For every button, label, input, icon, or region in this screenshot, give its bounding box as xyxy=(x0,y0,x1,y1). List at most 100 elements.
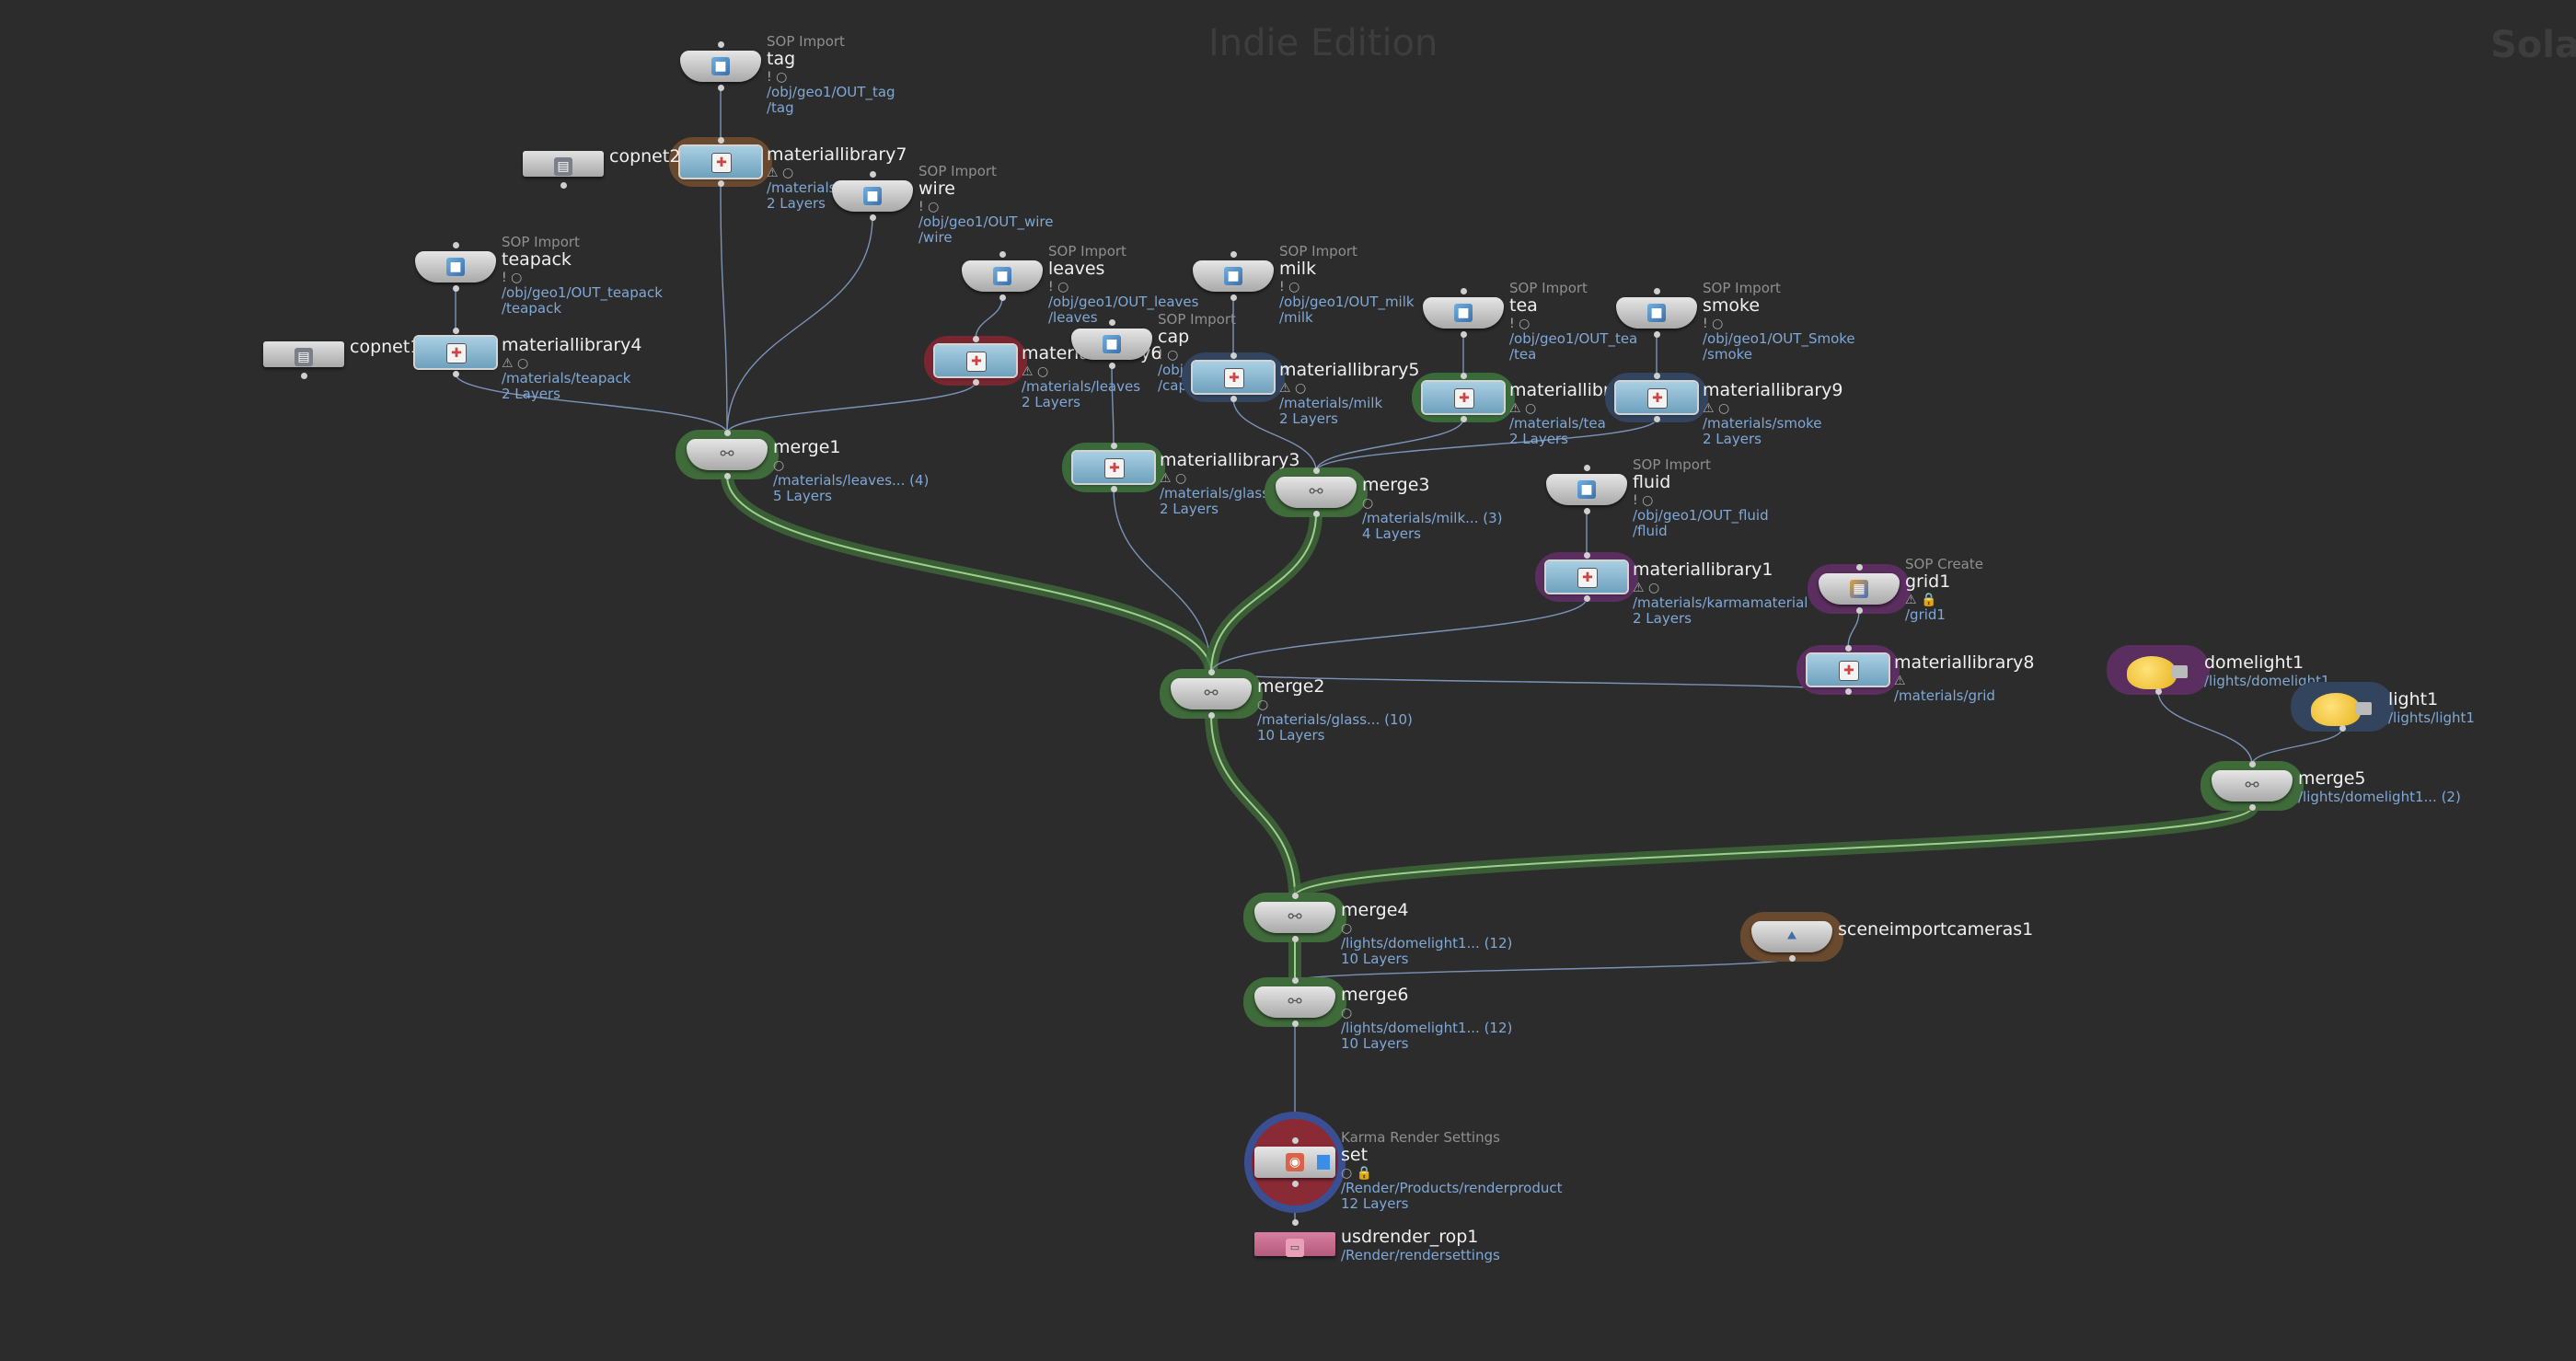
input-port[interactable] xyxy=(1291,977,1299,984)
output-port[interactable] xyxy=(1291,1021,1299,1027)
output-port[interactable] xyxy=(1110,486,1117,492)
wire-merge5-to-merge4[interactable] xyxy=(1294,806,2253,897)
output-port[interactable] xyxy=(1855,607,1863,614)
node-body[interactable]: ⚯ xyxy=(1254,986,1335,1018)
wire-materiallibrary9-to-merge3[interactable] xyxy=(1315,418,1658,472)
node-name[interactable]: merge6 xyxy=(1341,985,1409,1005)
input-port[interactable] xyxy=(1844,645,1852,652)
wire-light1-to-merge5[interactable] xyxy=(2251,727,2343,766)
node-body[interactable]: ■ xyxy=(1546,474,1627,505)
wire-leaves-to-materiallibrary6[interactable] xyxy=(975,296,1003,340)
node-name[interactable]: grid1 xyxy=(1905,571,1951,593)
node-name[interactable]: domelight1 xyxy=(2204,652,2305,673)
output-port[interactable] xyxy=(1230,294,1237,301)
output-port[interactable] xyxy=(972,379,979,386)
output-port[interactable] xyxy=(1788,955,1796,962)
node-body[interactable] xyxy=(2118,654,2199,689)
node-body[interactable]: ▤ xyxy=(263,341,344,367)
node-body[interactable]: ■ xyxy=(832,180,913,212)
output-port[interactable] xyxy=(2154,688,2162,695)
output-port[interactable] xyxy=(1108,363,1115,369)
input-port[interactable] xyxy=(1207,669,1215,675)
input-port[interactable] xyxy=(1291,893,1299,899)
wire-materiallibrary1-to-merge2[interactable] xyxy=(1210,597,1588,674)
output-port[interactable] xyxy=(717,85,724,91)
node-name[interactable]: light1 xyxy=(2388,689,2439,709)
node-name[interactable]: set xyxy=(1341,1145,1369,1166)
node-name[interactable]: smoke xyxy=(1703,295,1761,317)
node-name[interactable]: merge4 xyxy=(1341,900,1409,920)
wire-materiallibrary7-to-merge1[interactable] xyxy=(720,182,728,434)
output-port[interactable] xyxy=(1291,936,1299,942)
wire-domelight1-to-merge5[interactable] xyxy=(2157,690,2253,766)
input-port[interactable] xyxy=(999,251,1006,258)
node-name[interactable]: sceneimportcameras1 xyxy=(1838,919,2034,940)
input-port[interactable] xyxy=(1460,288,1467,294)
input-port[interactable] xyxy=(1230,352,1237,359)
node-body[interactable]: ▭ xyxy=(1254,1232,1335,1257)
input-port[interactable] xyxy=(1583,552,1590,559)
output-port[interactable] xyxy=(1291,1181,1299,1187)
node-name[interactable]: leaves xyxy=(1048,259,1105,280)
node-body[interactable]: ■ xyxy=(1423,297,1504,329)
node-name[interactable]: materiallibrary8 xyxy=(1894,652,2035,673)
node-body[interactable]: ◉ xyxy=(1254,1147,1335,1178)
wire-cap-to-materiallibrary3[interactable] xyxy=(1111,364,1115,447)
input-port[interactable] xyxy=(1653,373,1660,379)
input-port[interactable] xyxy=(1291,1137,1299,1144)
output-port[interactable] xyxy=(2248,804,2256,811)
node-body[interactable]: ✚ xyxy=(678,144,763,179)
input-port[interactable] xyxy=(723,430,731,436)
node-name[interactable]: merge5 xyxy=(2298,768,2366,789)
node-body[interactable]: ⚯ xyxy=(1276,477,1357,508)
output-port[interactable] xyxy=(717,180,724,187)
output-port[interactable] xyxy=(1460,331,1467,338)
node-body[interactable]: ■ xyxy=(1071,329,1152,360)
input-port[interactable] xyxy=(717,41,724,48)
node-body[interactable]: ■ xyxy=(1616,297,1697,329)
node-name[interactable]: materiallibrary7 xyxy=(767,144,907,165)
output-port[interactable] xyxy=(1312,511,1320,517)
node-body[interactable]: ✚ xyxy=(413,335,498,370)
output-port[interactable] xyxy=(452,285,459,292)
node-name[interactable]: tag xyxy=(767,49,796,70)
node-name[interactable]: materiallibrary1 xyxy=(1633,559,1773,580)
node-name[interactable]: merge2 xyxy=(1257,676,1325,697)
node-body[interactable]: ✚ xyxy=(1071,450,1156,485)
node-name[interactable]: teapack xyxy=(502,249,572,271)
wire-wire-to-merge1[interactable] xyxy=(726,216,873,434)
input-port[interactable] xyxy=(1460,373,1467,379)
wire-materiallibrary3-to-merge2[interactable] xyxy=(1113,488,1212,674)
output-port[interactable] xyxy=(1460,416,1467,422)
node-name[interactable]: tea xyxy=(1509,295,1538,317)
wire-materiallibrary4-to-merge1[interactable] xyxy=(455,373,728,434)
node-name[interactable]: copnet1 xyxy=(350,337,422,357)
node-body[interactable]: ⯅ xyxy=(1751,921,1832,952)
node-name[interactable]: milk xyxy=(1279,259,1317,280)
input-port[interactable] xyxy=(1291,1219,1299,1226)
node-body[interactable]: ✚ xyxy=(1544,559,1629,594)
node-body[interactable]: ✚ xyxy=(1421,380,1506,415)
wire-sceneimportcameras1-to-merge6[interactable] xyxy=(1294,957,1793,982)
output-port[interactable] xyxy=(1207,712,1215,719)
node-body[interactable] xyxy=(2302,691,2383,726)
input-port[interactable] xyxy=(717,137,724,144)
output-port[interactable] xyxy=(1583,508,1590,514)
output-port[interactable] xyxy=(560,182,567,189)
input-port[interactable] xyxy=(2248,761,2256,767)
wire-materiallibrary6-to-merge1[interactable] xyxy=(726,381,976,434)
output-port[interactable] xyxy=(300,373,307,379)
node-body[interactable]: ▤ xyxy=(523,151,604,177)
wire-merge3-to-merge2[interactable] xyxy=(1210,513,1317,674)
input-port[interactable] xyxy=(1583,465,1590,471)
node-body[interactable]: ■ xyxy=(962,260,1043,292)
input-port[interactable] xyxy=(452,242,459,248)
node-body[interactable]: ▦ xyxy=(1819,573,1900,605)
wire-merge2-to-merge4[interactable] xyxy=(1210,714,1296,897)
output-port[interactable] xyxy=(1583,595,1590,602)
output-port[interactable] xyxy=(1844,688,1852,695)
node-body[interactable]: ⚯ xyxy=(1171,678,1252,709)
node-body[interactable]: ⚯ xyxy=(1254,902,1335,933)
input-port[interactable] xyxy=(1108,319,1115,326)
node-body[interactable]: ✚ xyxy=(1191,360,1276,395)
